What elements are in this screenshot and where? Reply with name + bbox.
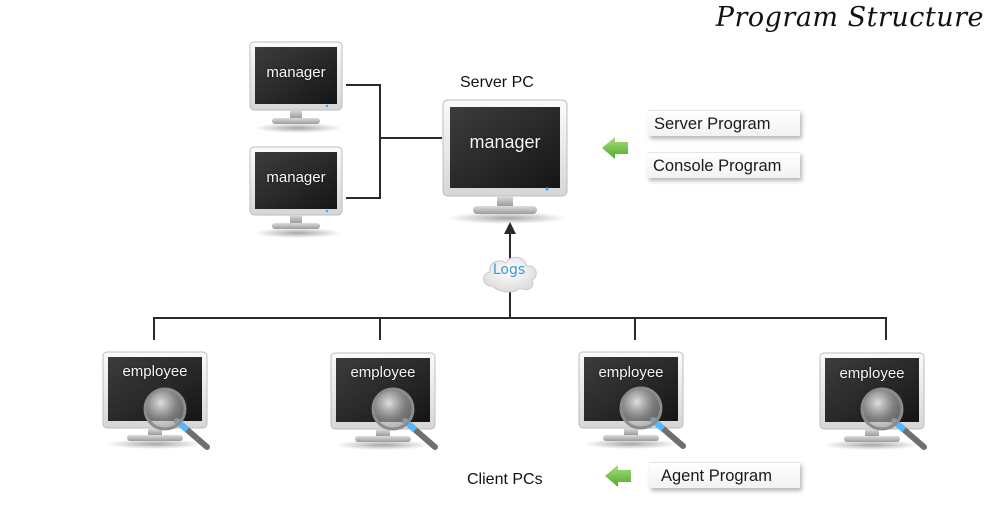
logs-label: Logs — [492, 262, 526, 278]
magnifier-icon-2 — [371, 387, 438, 450]
manager-monitor-2 — [249, 146, 343, 238]
diagram-title: Program Structure — [715, 2, 984, 33]
employee-4-screen-label: employee — [839, 365, 905, 382]
agent-program-box: Agent Program — [649, 462, 800, 488]
employee-1-screen-label: employee — [122, 363, 188, 380]
client-bus-line — [153, 317, 887, 340]
employee-3-screen-label: employee — [598, 364, 664, 381]
logs-arrow-head — [504, 222, 516, 234]
console-program-box: Console Program — [647, 152, 800, 178]
server-screen-label: manager — [469, 132, 541, 152]
manager-2-screen-label: manager — [266, 169, 326, 186]
employee-2-screen-label: employee — [350, 364, 416, 381]
manager-1-screen-label: manager — [266, 64, 326, 81]
manager-monitor-1 — [249, 41, 343, 133]
green-arrow-icon-client — [605, 465, 631, 487]
manager-bracket-line — [346, 84, 381, 199]
server-monitor — [442, 99, 568, 224]
green-arrow-icon-server — [602, 137, 628, 159]
magnifier-icon-4 — [860, 387, 927, 450]
logs-cloud-icon — [483, 256, 537, 293]
server-pc-label: Server PC — [460, 74, 534, 91]
magnifier-icon-1 — [143, 387, 210, 450]
client-pcs-label: Client PCs — [467, 471, 543, 488]
magnifier-icon-3 — [619, 386, 686, 449]
server-program-box: Server Program — [648, 110, 800, 136]
